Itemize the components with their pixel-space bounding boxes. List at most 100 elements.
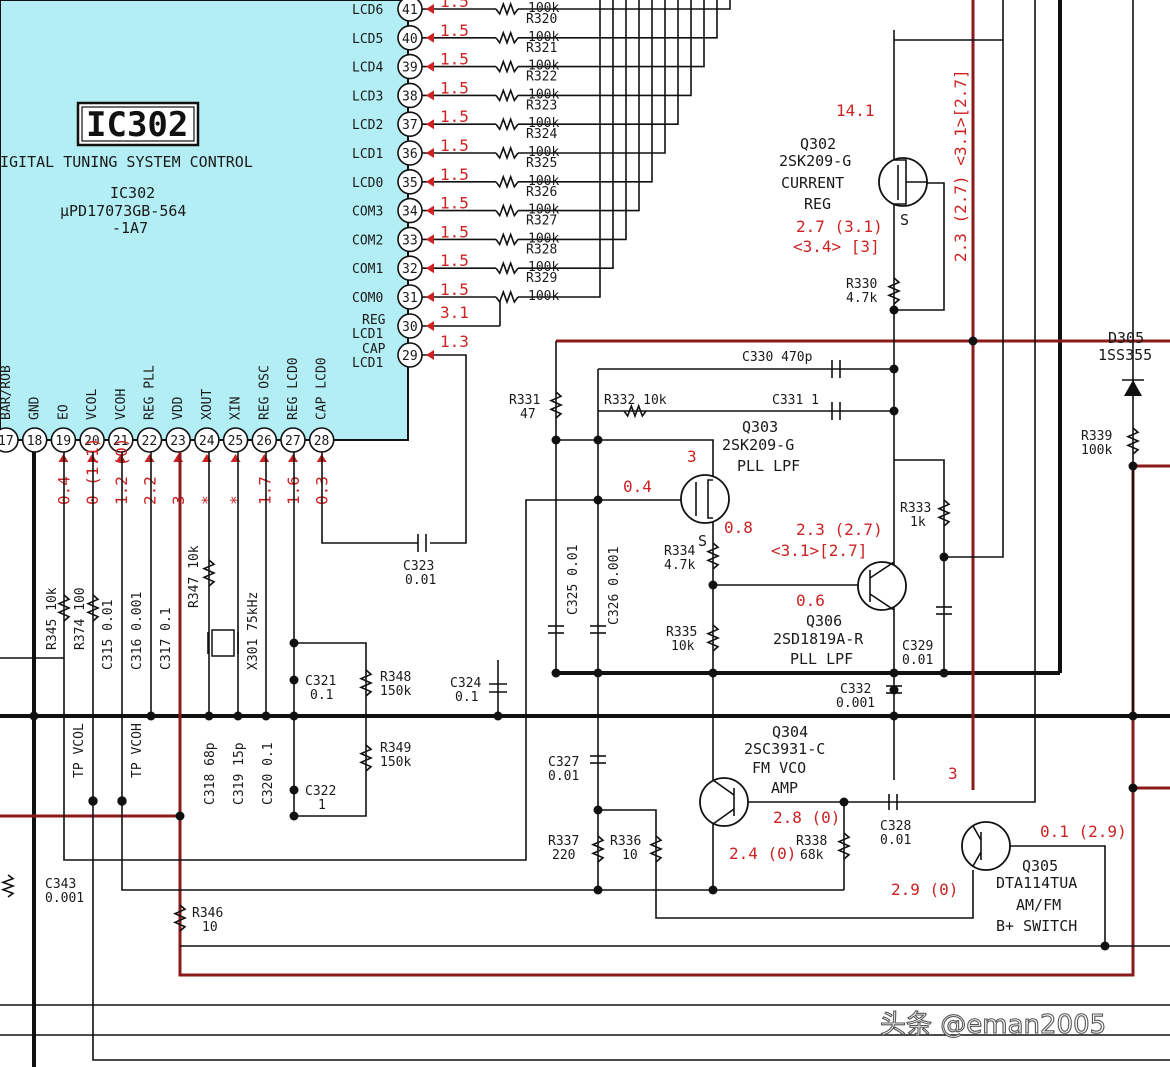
junction-dot <box>551 435 561 445</box>
svg-text:10: 10 <box>202 920 218 935</box>
pin-name: COM1 <box>352 262 383 277</box>
svg-text:R330: R330 <box>846 277 877 292</box>
transistor-labels: Q302 2SK209-G CURRENT REG S 14.1 2.7 (3.… <box>623 69 1152 935</box>
ic-part: µPD17073GB-564 <box>60 202 186 220</box>
junction-dot <box>939 668 949 678</box>
resistor-ref: R321 <box>526 41 557 56</box>
svg-text:TP VCOH: TP VCOH <box>130 723 145 778</box>
svg-text:R335: R335 <box>666 625 697 640</box>
junction-dot <box>839 797 849 807</box>
junction-dot <box>175 811 185 821</box>
resistor-symbol <box>85 594 101 622</box>
svg-text:R333: R333 <box>900 501 931 516</box>
svg-text:220: 220 <box>552 848 575 863</box>
pin-voltage: 1.5 <box>440 0 469 11</box>
resistor-symbol <box>886 277 902 305</box>
pin-number: 41 <box>402 3 418 18</box>
junction-dot <box>1128 783 1138 793</box>
svg-text:R346: R346 <box>192 906 223 921</box>
svg-text:<3.1>[2.7]: <3.1>[2.7] <box>771 541 867 560</box>
resistor-symbol <box>56 594 72 622</box>
svg-text:C330 470p: C330 470p <box>742 350 813 365</box>
pin-name: CAP LCD0 <box>315 357 330 420</box>
pin-voltage: 1.5 <box>440 50 469 69</box>
pin-number: 22 <box>142 434 158 449</box>
pin-name: XOUT <box>200 389 215 420</box>
svg-text:1.3: 1.3 <box>440 332 469 351</box>
svg-text:2.7 (3.1): 2.7 (3.1) <box>796 217 883 236</box>
resistor-symbol <box>548 391 564 419</box>
pin-voltage: 1.5 <box>440 136 469 155</box>
pin-name: VCOH <box>114 389 129 420</box>
svg-text:B+ SWITCH: B+ SWITCH <box>996 917 1077 935</box>
svg-text:10k: 10k <box>671 639 695 654</box>
pin-name: LCD6 <box>352 3 383 18</box>
ic-pin-29: CAP LCD1 29 1.3 <box>352 332 469 544</box>
svg-text:REG: REG <box>804 195 831 213</box>
svg-text:30: 30 <box>402 320 418 335</box>
svg-text:C321: C321 <box>305 674 336 689</box>
resistor-symbol <box>1125 427 1141 455</box>
svg-text:2.4 (0): 2.4 (0) <box>729 844 796 863</box>
svg-text:C323: C323 <box>403 559 434 574</box>
pin-voltage: 1.5 <box>440 21 469 40</box>
svg-text:R339: R339 <box>1081 429 1112 444</box>
junction-dot <box>551 668 561 678</box>
svg-text:2SK209-G: 2SK209-G <box>722 436 794 454</box>
pin-voltage: 1.5 <box>440 165 469 184</box>
junction-dot <box>146 711 156 721</box>
svg-text:C318 68p: C318 68p <box>203 742 218 805</box>
svg-text:Q304: Q304 <box>772 723 808 741</box>
pin-number: 33 <box>402 233 418 248</box>
resistor-symbol <box>495 88 519 103</box>
pin-name: LCD1 <box>352 147 383 162</box>
resistor-symbol <box>495 203 519 218</box>
svg-text:R336: R336 <box>610 834 641 849</box>
c323: C323 0.01 <box>321 452 436 588</box>
junction-dot <box>29 711 39 721</box>
resistor-symbol <box>836 832 852 860</box>
resistor-value: 100k <box>528 116 559 131</box>
pin-number: 27 <box>285 434 301 449</box>
svg-text:47: 47 <box>520 407 536 422</box>
resistor-symbol <box>172 904 188 932</box>
resistor-symbol <box>936 499 952 527</box>
junction-dot <box>593 668 603 678</box>
svg-text:D305: D305 <box>1108 329 1144 347</box>
svg-text:FM VCO: FM VCO <box>752 759 806 777</box>
svg-text:C315 0.01: C315 0.01 <box>101 600 116 670</box>
pin-name: XIN <box>229 397 244 420</box>
resistors <box>0 277 1141 932</box>
junction-dot <box>708 885 718 895</box>
pin-number: 25 <box>228 434 244 449</box>
pin-number: 35 <box>402 176 418 191</box>
resistor-value: 100k <box>528 174 559 189</box>
svg-text:1SS355: 1SS355 <box>1098 346 1152 364</box>
resistor-ref: R324 <box>526 127 557 142</box>
misc-wires <box>0 452 1170 1061</box>
pin-voltage: * <box>198 495 217 505</box>
pin-number: 24 <box>199 434 215 449</box>
resistor-ref: R329 <box>526 271 557 286</box>
svg-text:R374 100: R374 100 <box>73 587 88 650</box>
svg-text:0.8: 0.8 <box>724 518 753 537</box>
pin-number: 23 <box>170 434 186 449</box>
resistor-value: 100k <box>528 203 559 218</box>
svg-text:2SK209-G: 2SK209-G <box>779 152 851 170</box>
svg-text:C328: C328 <box>880 819 911 834</box>
ic-ref: IC302 <box>110 184 155 202</box>
svg-text:TP VCOL: TP VCOL <box>72 723 87 778</box>
svg-text:150k: 150k <box>380 684 411 699</box>
pll-component-labels: C330 470p C331 1 R332 10k R331 47 R330 4… <box>509 277 1112 863</box>
pin-name: REG LCD0 <box>286 357 301 420</box>
svg-text:C320 0.1: C320 0.1 <box>261 742 276 805</box>
resistor-symbol <box>358 744 374 772</box>
svg-text:2SC3931-C: 2SC3931-C <box>744 740 825 758</box>
resistor-symbol <box>495 30 519 46</box>
